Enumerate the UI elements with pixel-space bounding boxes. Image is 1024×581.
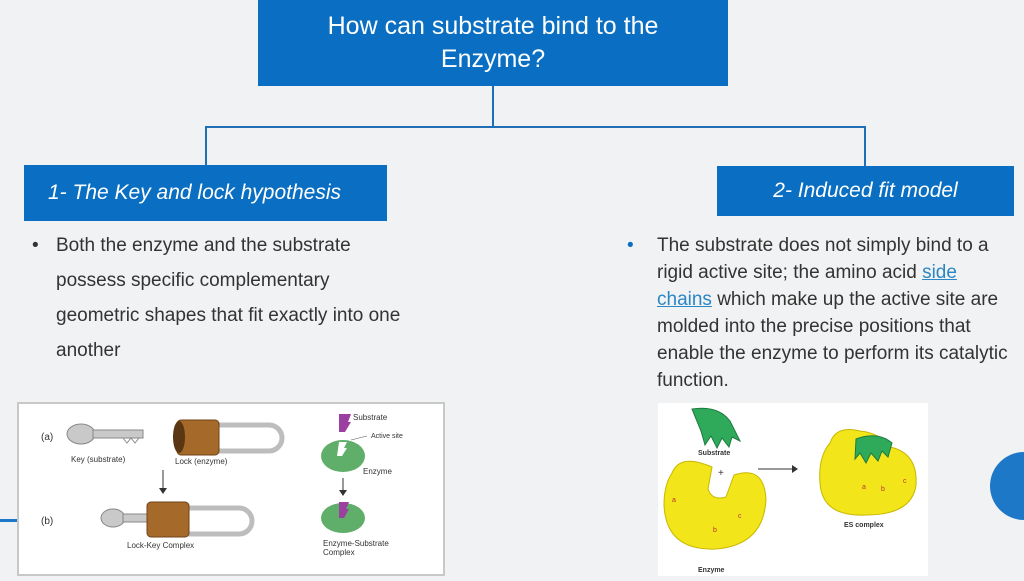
key-icon: [66, 423, 144, 445]
es-complex-label-line2: Complex: [323, 548, 355, 557]
lock-key-complex-label: Lock-Key Complex: [127, 541, 194, 550]
diagram-title: How can substrate bind to the Enzyme?: [327, 12, 659, 73]
lock-key-figure-svg: (a) (b) Key (substrate) Lock (enzyme) Lo…: [41, 413, 403, 557]
es-site-a-label: a: [862, 484, 866, 491]
substrate-label: Substrate: [698, 450, 730, 457]
lock-key-bullet: • Both the enzyme and the substrate poss…: [32, 228, 412, 368]
induced-fit-figure: Substrate + a b c Enzyme a b c ES comple…: [658, 403, 928, 576]
enzyme-substrate-complex-icon: [321, 502, 365, 533]
decorative-line: [0, 519, 17, 522]
plus-sign: +: [718, 468, 724, 479]
diagram-title-box: How can substrate bind to the Enzyme?: [258, 0, 728, 86]
enzyme-shape-icon: [663, 460, 767, 550]
lock-key-figure: (a) (b) Key (substrate) Lock (enzyme) Lo…: [17, 402, 445, 576]
substrate-shape-icon: [339, 414, 351, 432]
induced-fit-bullet: • The substrate does not simply bind to …: [627, 232, 1017, 394]
right-arrow-icon: [758, 465, 798, 473]
es-complex-icon: [819, 429, 917, 516]
site-a-label: a: [672, 497, 676, 504]
bullet-dot-icon: •: [32, 235, 39, 256]
down-arrow-icon: [159, 470, 167, 494]
lock-key-heading: 1- The Key and lock hypothesis: [24, 165, 387, 221]
substrate-shape-icon: [691, 407, 742, 450]
down-arrow-icon: [339, 478, 347, 496]
connector-left-drop: [205, 126, 207, 165]
es-site-c-label: c: [903, 478, 907, 485]
lock-key-heading-text: 1- The Key and lock hypothesis: [48, 181, 341, 204]
active-site-label: Active site: [371, 433, 403, 440]
induced-fit-text-start: The substrate does not simply bind to a …: [657, 235, 989, 283]
connector-right-drop: [864, 126, 866, 166]
figure-label-a: (a): [41, 432, 53, 443]
induced-fit-heading-text: 2- Induced fit model: [773, 179, 958, 202]
es-site-b-label: b: [881, 486, 885, 493]
induced-fit-text-end: which make up the active site are molded…: [657, 289, 1008, 391]
lock-key-complex-icon: [100, 501, 255, 538]
connector-stem: [492, 86, 494, 127]
induced-fit-heading: 2- Induced fit model: [717, 166, 1014, 216]
enzyme-disc-icon: [321, 440, 365, 472]
decorative-circle: [990, 452, 1024, 520]
site-c-label: c: [738, 513, 742, 520]
active-site-pointer: [350, 435, 368, 441]
side-chains-link[interactable]: side chains: [657, 262, 957, 310]
induced-fit-bullet-text: The substrate does not simply bind to a …: [657, 232, 1017, 394]
induced-fit-figure-svg: Substrate + a b c Enzyme a b c ES comple…: [663, 407, 917, 574]
lock-key-bullet-text: Both the enzyme and the substrate posses…: [56, 235, 401, 361]
key-label: Key (substrate): [71, 455, 126, 464]
es-complex-label: ES complex: [844, 522, 884, 529]
substrate-label: Substrate: [353, 413, 388, 422]
enzyme-label: Enzyme: [698, 567, 725, 574]
connector-horizontal: [205, 126, 866, 128]
lock-label: Lock (enzyme): [175, 457, 228, 466]
lock-icon: [173, 419, 285, 456]
enzyme-label: Enzyme: [363, 467, 392, 476]
es-complex-label-line1: Enzyme-Substrate: [323, 539, 389, 548]
site-b-label: b: [713, 527, 717, 534]
figure-label-b: (b): [41, 516, 53, 527]
bullet-dot-icon: •: [627, 235, 634, 256]
